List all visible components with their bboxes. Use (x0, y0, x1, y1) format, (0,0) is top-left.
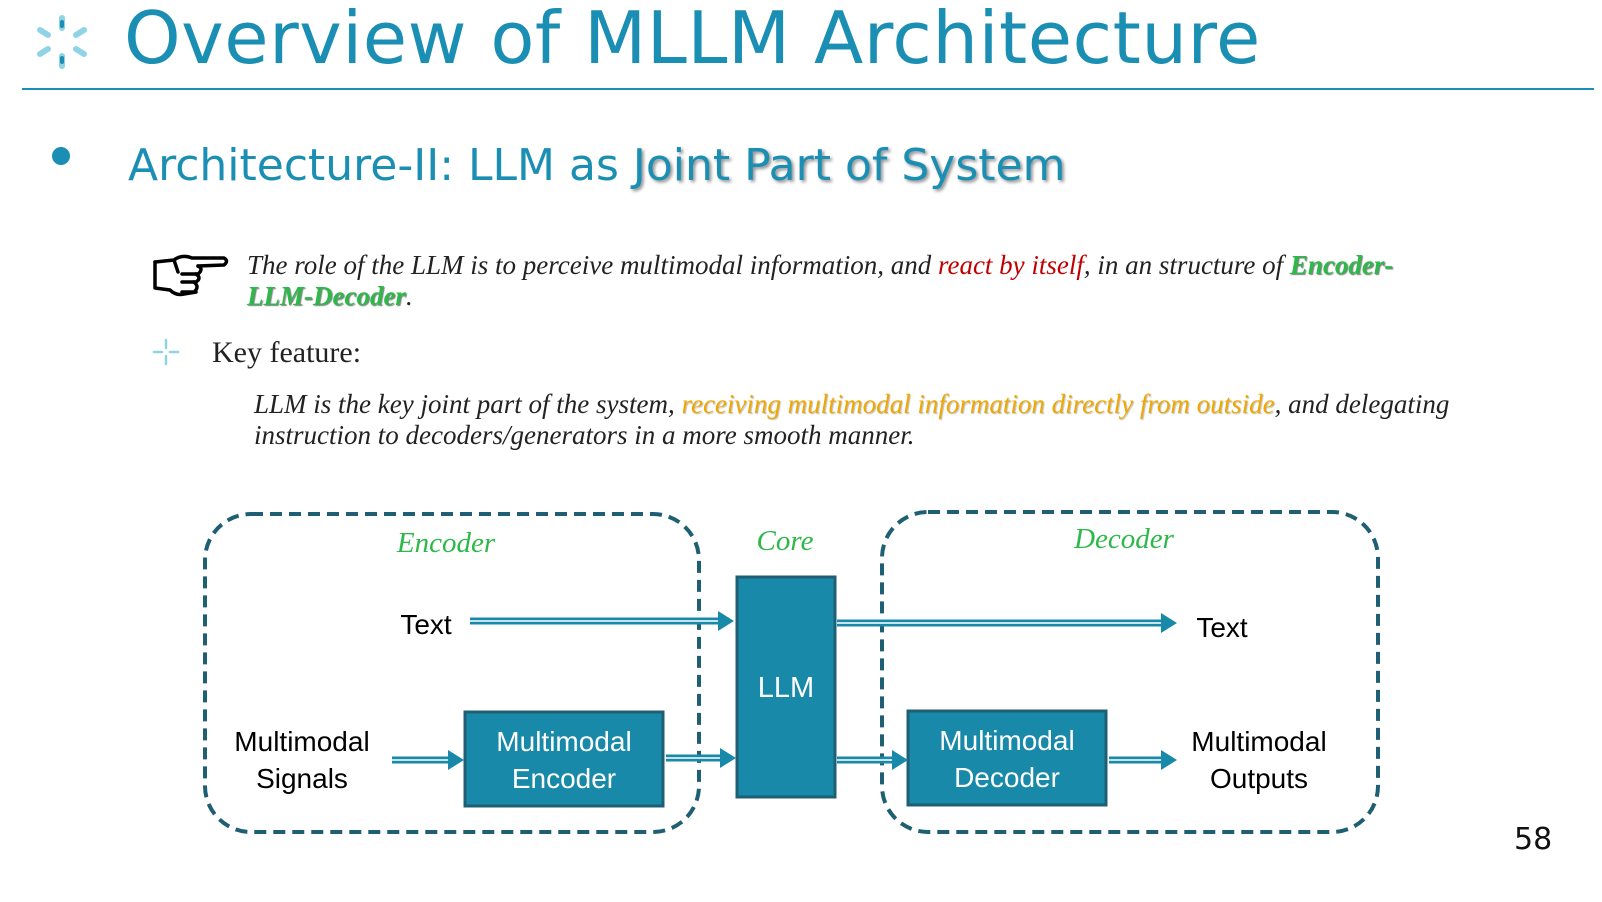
output-text-label: Text (1196, 612, 1248, 643)
arrowhead-llm-to-decoder (892, 750, 908, 770)
key-feature-description: LLM is the key joint part of the system,… (254, 389, 1474, 451)
arrowhead-encoder-to-llm (720, 748, 736, 768)
role-text-3: . (405, 281, 413, 311)
section-heading: Architecture-II: LLM as Joint Part of Sy… (128, 140, 1065, 191)
role-text-2: , in an structure of (1083, 250, 1290, 280)
arrowhead-text-to-llm (718, 611, 734, 631)
arrowheads (448, 611, 1177, 770)
cross-sparkle-icon (152, 338, 180, 366)
role-highlight-green: Encoder-LLM-Decoder (247, 250, 1394, 311)
encoder-group-label: Encoder (396, 527, 496, 559)
arrowhead-decoder-to-outputs (1161, 750, 1177, 770)
decoder-group-box (880, 510, 1380, 834)
role-text-1: The role of the LLM is to perceive multi… (247, 250, 938, 280)
llm-block (735, 575, 837, 799)
role-highlight-red: react by itself (937, 250, 1084, 280)
decoder-group-label: Decoder (1073, 523, 1175, 555)
core-group-label: Core (757, 525, 814, 557)
feature-text-2: , and delegating instruction to decoders… (254, 389, 1450, 450)
input-text-label: Text (400, 609, 452, 640)
feature-text-1: LLM is the key joint part of the system, (254, 389, 682, 419)
page-number: 58 (1514, 822, 1553, 857)
encoder-block-line2: Encoder (512, 763, 616, 794)
sparkle-burst-icon (37, 15, 87, 69)
multimodal-decoder-block (906, 709, 1108, 807)
encoder-block-line1: Multimodal (496, 726, 631, 757)
output-line1: Multimodal (1191, 726, 1326, 757)
llm-label: LLM (758, 672, 814, 704)
arrowhead-signals-to-encoder (448, 750, 464, 770)
encoder-group-box (203, 512, 701, 834)
title-bar: Overview of MLLM Architecture (0, 0, 1602, 95)
input-signals-line1: Multimodal (234, 726, 369, 757)
role-description: The role of the LLM is to perceive multi… (247, 250, 1447, 312)
decoder-block-line2: Decoder (954, 762, 1060, 793)
pointing-hand-icon (153, 254, 229, 297)
bullet-dot (52, 147, 70, 165)
feature-highlight-orange: receiving multimodal information directl… (681, 389, 1275, 419)
decoder-block-line1: Multimodal (939, 725, 1074, 756)
section-heading-highlight: Joint Part of System (632, 140, 1066, 191)
architecture-diagram: Encoder Core Decoder LLM Multimodal Enco… (203, 510, 1380, 834)
key-feature-label: Key feature: (212, 336, 362, 369)
section-heading-prefix: Architecture-II: LLM as (128, 140, 633, 191)
multimodal-encoder-block (463, 710, 665, 808)
slide-title: Overview of MLLM Architecture (124, 0, 1261, 80)
output-line2: Outputs (1210, 763, 1308, 794)
input-signals-line2: Signals (256, 763, 348, 794)
title-divider (22, 88, 1594, 90)
arrowhead-llm-to-text (1161, 613, 1177, 633)
